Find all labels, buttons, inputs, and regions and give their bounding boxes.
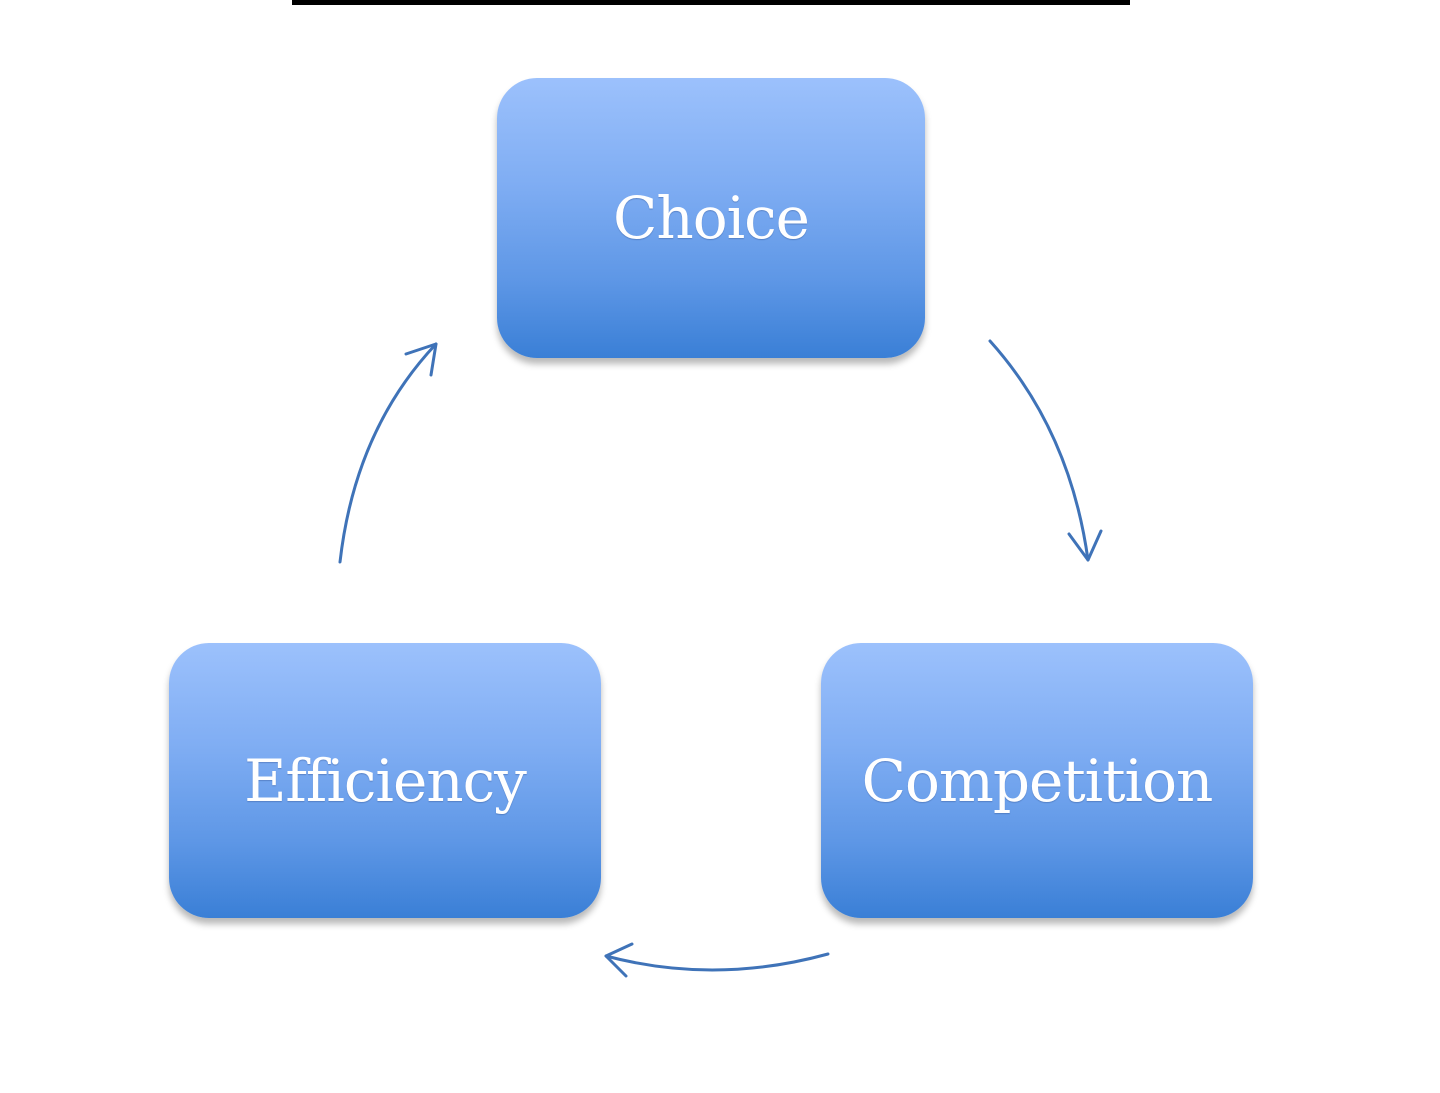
node-efficiency: Efficiency (169, 643, 601, 918)
arrow-competition-to-efficiency (604, 942, 830, 978)
arrow-choice-to-competition-head (1067, 529, 1103, 562)
node-efficiency-label: Efficiency (244, 746, 527, 815)
top-rule (292, 0, 1130, 5)
node-choice: Choice (497, 78, 925, 358)
arrow-efficiency-to-choice-shaft (338, 342, 438, 564)
arrow-choice-to-competition (988, 339, 1103, 562)
arrow-choice-to-competition-shaft (988, 339, 1090, 562)
node-choice-label: Choice (612, 184, 810, 252)
node-competition-label: Competition (861, 746, 1214, 815)
arrow-competition-to-efficiency-shaft (604, 952, 830, 972)
node-competition: Competition (821, 643, 1253, 918)
arrow-efficiency-to-choice (338, 342, 438, 564)
arrow-efficiency-to-choice-head (404, 342, 438, 377)
arrow-competition-to-efficiency-head (604, 942, 634, 978)
